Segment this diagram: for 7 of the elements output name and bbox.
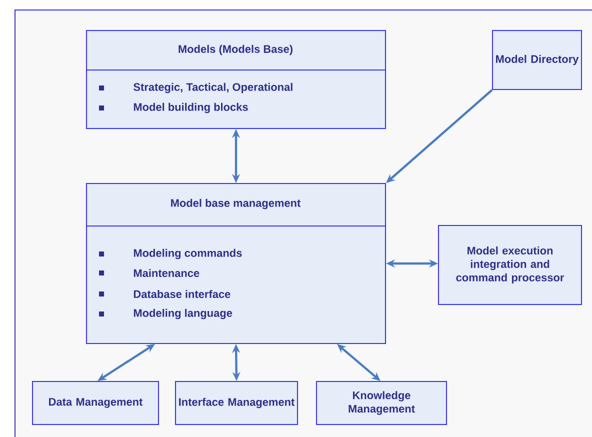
process-box: Interface Management <box>175 381 298 425</box>
process-box: Knowledge Management <box>316 381 447 425</box>
process-box: Data Management <box>32 381 159 425</box>
box-with-list: Model base management Modeling commands Maintenance Database interface Modeling language <box>86 183 386 344</box>
process-box: Model execution integration and command processor <box>438 225 582 305</box>
process-box: Model Directory <box>492 30 582 90</box>
box-with-list: Models (Models Base) Strategic, Tactical, Operational Model building blocks <box>86 30 386 129</box>
